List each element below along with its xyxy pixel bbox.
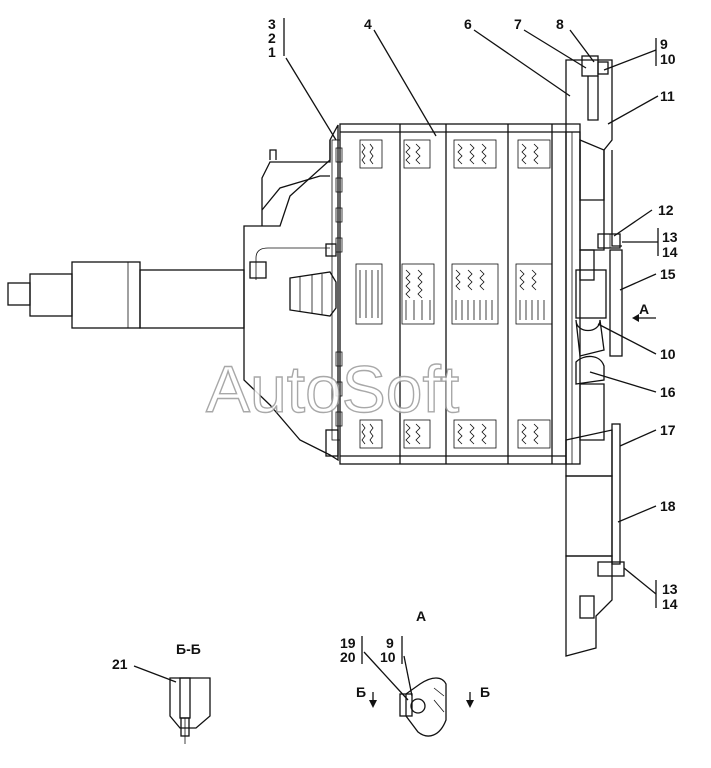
callout-13-top: 13 bbox=[662, 229, 678, 245]
callout-9: 9 bbox=[660, 36, 668, 52]
disc-stack-row-2 bbox=[355, 263, 553, 325]
callout-4: 4 bbox=[364, 16, 372, 32]
section-bb-title: Б-Б bbox=[176, 641, 201, 657]
callout-10-mid: 10 bbox=[660, 346, 676, 362]
cut-b-left-label: Б bbox=[356, 684, 366, 700]
callout-15: 15 bbox=[660, 266, 676, 282]
disc-stack-row-1 bbox=[359, 139, 551, 169]
disc-stack-row-3 bbox=[359, 419, 551, 449]
right-housing bbox=[565, 139, 623, 477]
callout-14-bottom: 14 bbox=[662, 596, 678, 612]
view-a-title: А bbox=[416, 608, 426, 624]
callout-3: 3 bbox=[268, 16, 276, 32]
callout-labels: 3 2 1 4 6 7 8 9 10 11 12 13 14 15 10 16 … bbox=[268, 16, 678, 612]
view-a: А 19 20 9 10 Б Б bbox=[340, 608, 490, 737]
callout-6: 6 bbox=[464, 16, 472, 32]
shaft bbox=[7, 261, 245, 329]
top-flange bbox=[565, 55, 613, 201]
callout-21: 21 bbox=[112, 656, 128, 672]
view-a-arrow-label: А bbox=[639, 301, 649, 317]
callout-9-view-a: 9 bbox=[386, 635, 394, 651]
callout-18: 18 bbox=[660, 498, 676, 514]
leader-lines bbox=[283, 18, 659, 608]
callout-7: 7 bbox=[514, 16, 522, 32]
callout-14-top: 14 bbox=[662, 244, 678, 260]
callout-13-bottom: 13 bbox=[662, 581, 678, 597]
callout-20: 20 bbox=[340, 649, 356, 665]
housing-bell bbox=[243, 124, 343, 462]
lower-flange bbox=[565, 423, 625, 657]
callout-10-top: 10 bbox=[660, 51, 676, 67]
callout-11: 11 bbox=[660, 88, 675, 104]
callout-12: 12 bbox=[658, 202, 674, 218]
small-teeth-column bbox=[335, 147, 343, 427]
callout-1: 1 bbox=[268, 44, 276, 60]
callout-16: 16 bbox=[660, 384, 676, 400]
callout-19: 19 bbox=[340, 635, 356, 651]
callout-8: 8 bbox=[556, 16, 564, 32]
pressure-plate bbox=[565, 131, 581, 465]
section-bb: Б-Б 21 bbox=[112, 641, 211, 744]
callout-10-view-a: 10 bbox=[380, 649, 396, 665]
callout-2: 2 bbox=[268, 30, 276, 46]
callout-17: 17 bbox=[660, 422, 676, 438]
watermark: AutoSoft bbox=[206, 352, 459, 426]
cut-b-right-label: Б bbox=[480, 684, 490, 700]
